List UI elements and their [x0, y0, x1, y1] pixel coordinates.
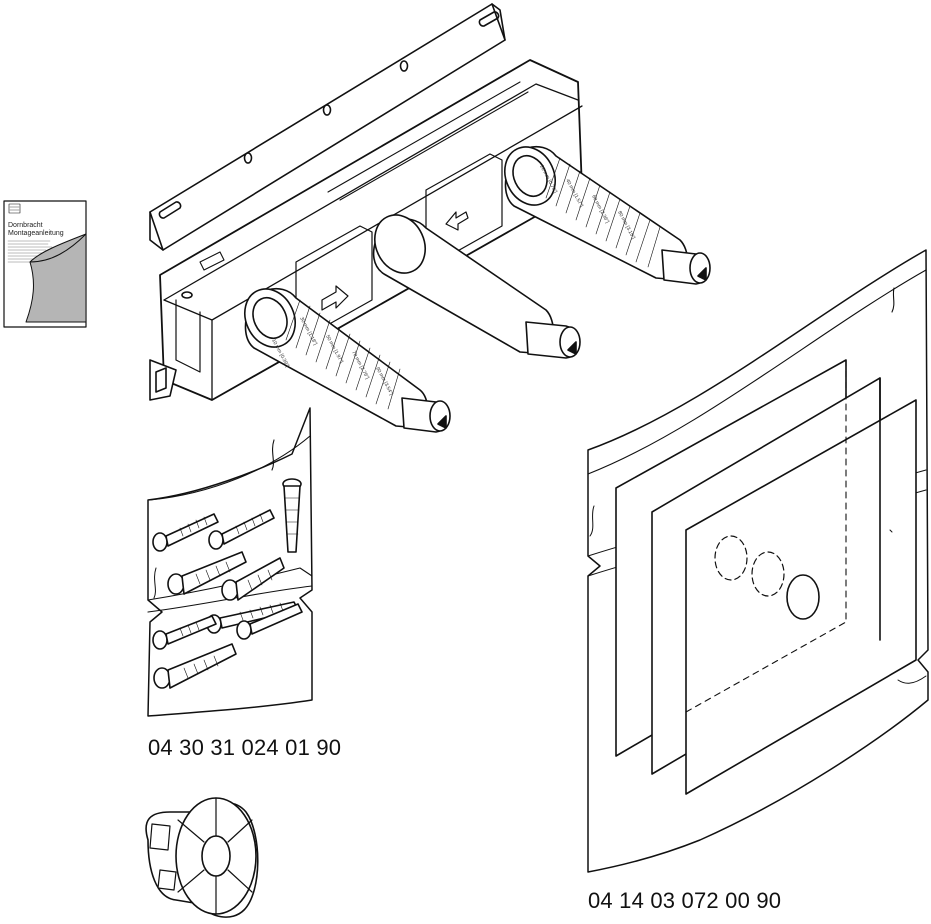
wall-anchor	[153, 643, 237, 689]
screw	[208, 509, 275, 550]
part-number-cover-plate: 04 14 03 072 00 90	[588, 888, 782, 913]
wall-anchor	[167, 551, 247, 595]
installation-manual-icon: Dornbracht Montageanleitung	[3, 200, 87, 328]
screw	[152, 615, 217, 650]
screw	[236, 603, 303, 640]
cover-plate-bag	[587, 249, 929, 873]
plaster-guard	[145, 797, 259, 918]
manual-title: Montageanleitung	[8, 230, 64, 237]
left-depth-sleeve: 10 mm [0.39"] 30 mm [1.18"] 50 mm [1.97"…	[244, 287, 451, 433]
screw	[152, 513, 219, 552]
wall-anchor	[221, 557, 285, 601]
wall-anchor-vertical	[282, 478, 302, 553]
part-number-screw-kit: 04 30 31 024 01 90	[148, 735, 342, 760]
manual-brand: Dornbracht	[8, 222, 43, 229]
screw-kit-bag	[147, 407, 313, 717]
center-sleeve	[372, 214, 581, 359]
right-depth-sleeve: 20 mm [0.79"] 40 mm [1.57"] 60 mm [2.36"…	[504, 145, 711, 285]
